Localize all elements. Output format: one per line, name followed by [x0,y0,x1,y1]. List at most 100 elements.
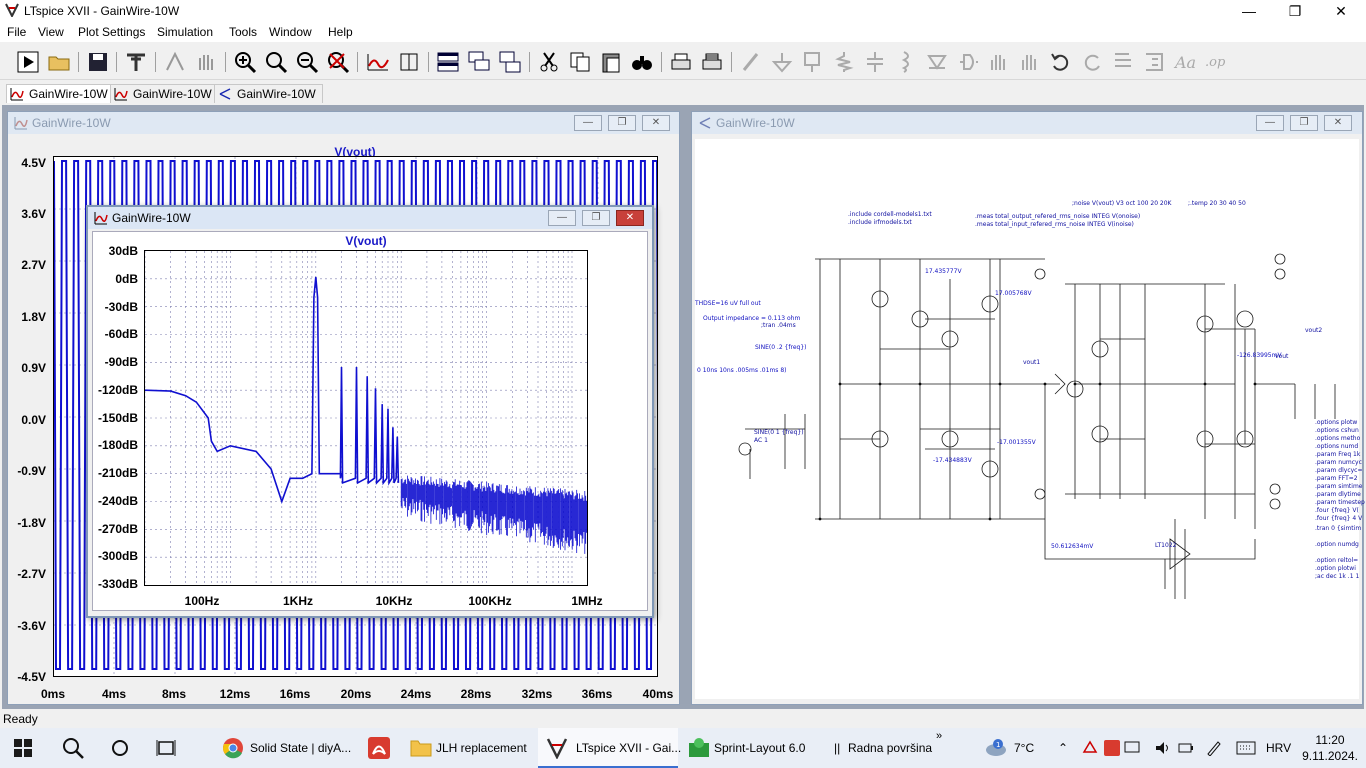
print-preview-icon[interactable] [700,50,724,74]
source-value[interactable]: SINE(0 .2 {freq}) [755,344,807,351]
pen-icon[interactable] [1206,728,1222,768]
weather-widget[interactable]: 1 7°C [984,728,1040,768]
restore-button[interactable]: ❐ [1288,3,1302,19]
spice-directive[interactable]: .options metho [1315,435,1361,442]
minimize-button[interactable]: — [1256,115,1284,131]
spice-directive-icon[interactable]: .op [1204,50,1228,74]
node-voltage[interactable]: -126.83995mV [1237,352,1282,359]
menu-window[interactable]: Window [269,25,312,39]
spice-directive[interactable]: ;ac dec 1k .1 1 [1315,573,1360,580]
comment-text[interactable]: THDSE=16 uV full out [695,300,761,307]
print-icon[interactable] [669,50,693,74]
spice-directive[interactable]: .option plotwi [1315,565,1356,572]
start-button[interactable] [8,728,38,768]
tab-schematic[interactable]: GainWire-10W [214,84,323,103]
battery-icon[interactable] [1178,728,1194,768]
spice-directive[interactable]: .tran 0 {simtim [1315,525,1362,532]
tab-waveform-1[interactable]: GainWire-10W [6,84,115,103]
spice-directive[interactable]: .param Freq 1k [1315,451,1361,458]
search-button[interactable] [56,728,90,768]
spice-directive[interactable]: .options cshun [1315,427,1359,434]
control-panel-icon[interactable] [124,50,148,74]
volume-icon[interactable] [1154,728,1170,768]
move-icon[interactable] [987,50,1011,74]
zoom-full-icon[interactable] [326,50,350,74]
menu-view[interactable]: View [38,25,64,39]
spice-directive[interactable]: .param timestep [1315,499,1365,506]
capacitor-icon[interactable] [863,50,887,74]
halt-icon[interactable] [163,50,187,74]
label-net-icon[interactable] [801,50,825,74]
taskbar-item-explorer[interactable]: JLH replacement [402,728,532,768]
network-alert-icon[interactable] [1082,728,1098,768]
menu-simulation[interactable]: Simulation [157,25,214,39]
spice-directive[interactable]: .four {freq} 4 V [1315,515,1363,522]
node-voltage[interactable]: -17.434883V [933,457,972,464]
menu-file[interactable]: File [7,25,27,39]
run-icon[interactable] [16,50,40,74]
tile-horizontal-icon[interactable] [436,50,460,74]
taskbar-item-chrome[interactable]: Solid State | diyA... [214,728,362,768]
spice-directive[interactable]: .option reltol= [1315,557,1359,564]
close-button[interactable]: ✕ [616,210,644,226]
schematic-icon[interactable] [397,50,421,74]
spice-directive[interactable]: .param simtime [1315,483,1363,490]
diode-icon[interactable] [925,50,949,74]
paste-icon[interactable] [599,50,623,74]
spice-directive[interactable]: .option numdg [1315,541,1359,548]
taskbar-item-acrobat[interactable] [362,728,396,768]
restore-button[interactable]: ❐ [1290,115,1318,131]
include-directive[interactable]: .include cordell-models1.txt [848,211,932,218]
menu-tools[interactable]: Tools [229,25,258,39]
comment-text[interactable]: Output impedance = 0.113 ohm [703,315,801,322]
acrobat-tray-icon[interactable] [1104,728,1120,768]
trace-label[interactable]: V(vout) [334,145,376,159]
spice-directive[interactable]: .options numd [1315,443,1359,450]
restore-button[interactable]: ❐ [582,210,610,226]
spice-directive[interactable]: .param dlytime [1315,491,1361,498]
spice-directive[interactable]: .param FFT=2 [1315,475,1358,482]
noise-directive[interactable]: ;noise V(vout) V3 oct 100 20 20K [1072,200,1172,207]
taskbar-item-ltspice[interactable]: LTspice XVII - Gai... [538,728,681,768]
find-icon[interactable] [630,50,654,74]
cortana-button[interactable] [104,728,136,768]
minimize-button[interactable]: — [548,210,576,226]
save-icon[interactable] [86,50,110,74]
copy-icon[interactable] [568,50,592,74]
meas-directive[interactable]: .meas total_input_refered_rms_noise INTE… [975,221,1134,228]
open-folder-icon[interactable] [47,50,71,74]
net-label[interactable]: vout [1275,353,1289,360]
rotate-icon[interactable] [1111,50,1135,74]
menu-help[interactable]: Help [328,25,353,39]
minimize-button[interactable]: — [1242,3,1256,19]
redo-icon[interactable] [1080,50,1104,74]
meas-directive[interactable]: .meas total_output_refered_rms_noise INT… [975,213,1141,220]
cascade-icon[interactable] [467,50,491,74]
ground-icon[interactable] [770,50,794,74]
task-view-button[interactable] [150,728,182,768]
node-voltage[interactable]: 17.435777V [925,268,962,275]
spice-directive[interactable]: .options plotw [1315,419,1358,426]
minimize-button[interactable]: — [574,115,602,131]
tile-vertical-icon[interactable] [498,50,522,74]
node-voltage[interactable]: 50.612634mV [1051,543,1094,550]
spice-directive[interactable]: .param numcyc [1315,459,1362,466]
node-voltage[interactable]: 17.005768V [995,290,1032,297]
source-value[interactable]: AC 1 [754,437,768,444]
desktop-toolbar[interactable]: || Radna površina » [828,728,968,768]
include-directive[interactable]: .include irfmodels.txt [848,219,912,226]
temp-directive[interactable]: ;.temp 20 30 40 50 [1188,200,1246,207]
close-button[interactable]: ✕ [642,115,670,131]
chevron-up-icon[interactable]: ⌃ [1058,741,1069,755]
mirror-icon[interactable] [1142,50,1166,74]
plot-pane-fft[interactable] [144,250,588,586]
tran-directive[interactable]: ;tran .04ms [761,322,796,329]
undo-icon[interactable] [1049,50,1073,74]
clock[interactable]: 11:20 9.11.2024. [1300,728,1360,768]
zoom-in-icon[interactable] [233,50,257,74]
hand-icon[interactable] [194,50,218,74]
autorange-icon[interactable] [366,50,390,74]
schematic-canvas[interactable]: .include cordell-models1.txt .include ir… [695,139,1365,699]
inductor-icon[interactable] [894,50,918,74]
display-icon[interactable] [1124,728,1140,768]
